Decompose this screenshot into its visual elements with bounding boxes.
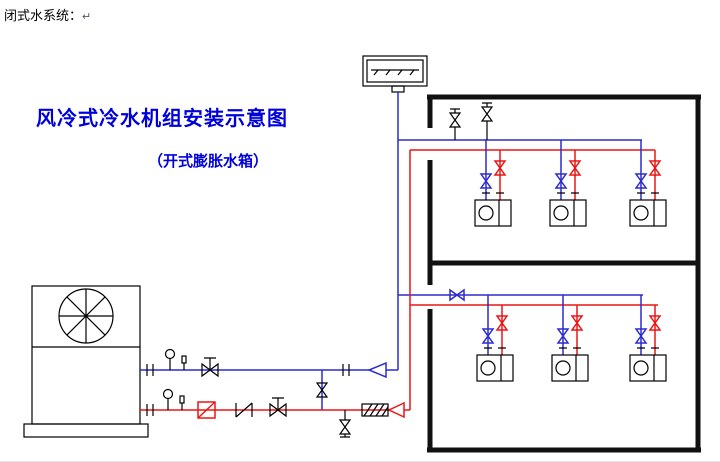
fan-coil-unit: [551, 294, 589, 382]
drain-valve-icon: [338, 410, 352, 438]
flex-connector-icon: [146, 364, 154, 376]
chiller-unit: [23, 285, 149, 438]
system-type-text: 闭式水系统：: [4, 8, 83, 23]
fan-coil-unit: [476, 294, 514, 382]
check-valve-icon: [235, 402, 253, 418]
diagram-subtitle: （开式膨胀水箱）: [148, 153, 269, 170]
air-vent-valve-icon: [448, 108, 462, 140]
union-icon: [342, 364, 350, 376]
flex-connector-icon: [146, 404, 154, 416]
return-line-fittings: [146, 388, 389, 438]
bypass-valve-icon: [315, 382, 329, 398]
air-vent-valves: [448, 102, 494, 140]
flow-arrow-icon: [367, 361, 387, 379]
fan-icon: [58, 288, 114, 344]
chiller-base: [23, 423, 149, 438]
flow-arrow-icon: [387, 401, 405, 419]
system-type-label: 闭式水系统：↵: [4, 5, 91, 24]
building-outline: [427, 94, 701, 453]
pressure-gauge-icon: [164, 348, 176, 370]
diagram-title: 风冷式冷水机组安装示意图: [36, 108, 288, 130]
fan-coil-unit: [549, 139, 587, 227]
paragraph-mark-icon: ↵: [82, 11, 92, 23]
fan-coil-units-upper-floor: [474, 139, 667, 227]
fan-coil-units-lower-floor: [476, 294, 667, 382]
tank-outlet-fitting: [391, 85, 405, 93]
butterfly-valve-icon: [201, 357, 219, 378]
flexible-joint-icon: [197, 401, 216, 419]
water-level-icon: [371, 69, 419, 76]
thermometer-icon: [179, 395, 185, 410]
valve-icon: [449, 288, 465, 302]
air-vent-valve-icon: [480, 102, 494, 140]
thermometer-icon: [181, 355, 187, 370]
fan-coil-unit: [629, 294, 667, 382]
expansion-tank: [362, 55, 428, 93]
strainer-icon: [361, 403, 389, 417]
pressure-gauge-icon: [162, 388, 174, 410]
chilled-water-supply-pipe: [140, 92, 643, 410]
chiller-body: [31, 285, 141, 425]
supply-line-fittings: [146, 348, 350, 398]
fan-coil-unit: [629, 139, 667, 227]
fan-coil-unit: [474, 139, 512, 227]
butterfly-valve-icon: [269, 397, 287, 418]
chilled-water-return-pipe: [140, 149, 658, 419]
